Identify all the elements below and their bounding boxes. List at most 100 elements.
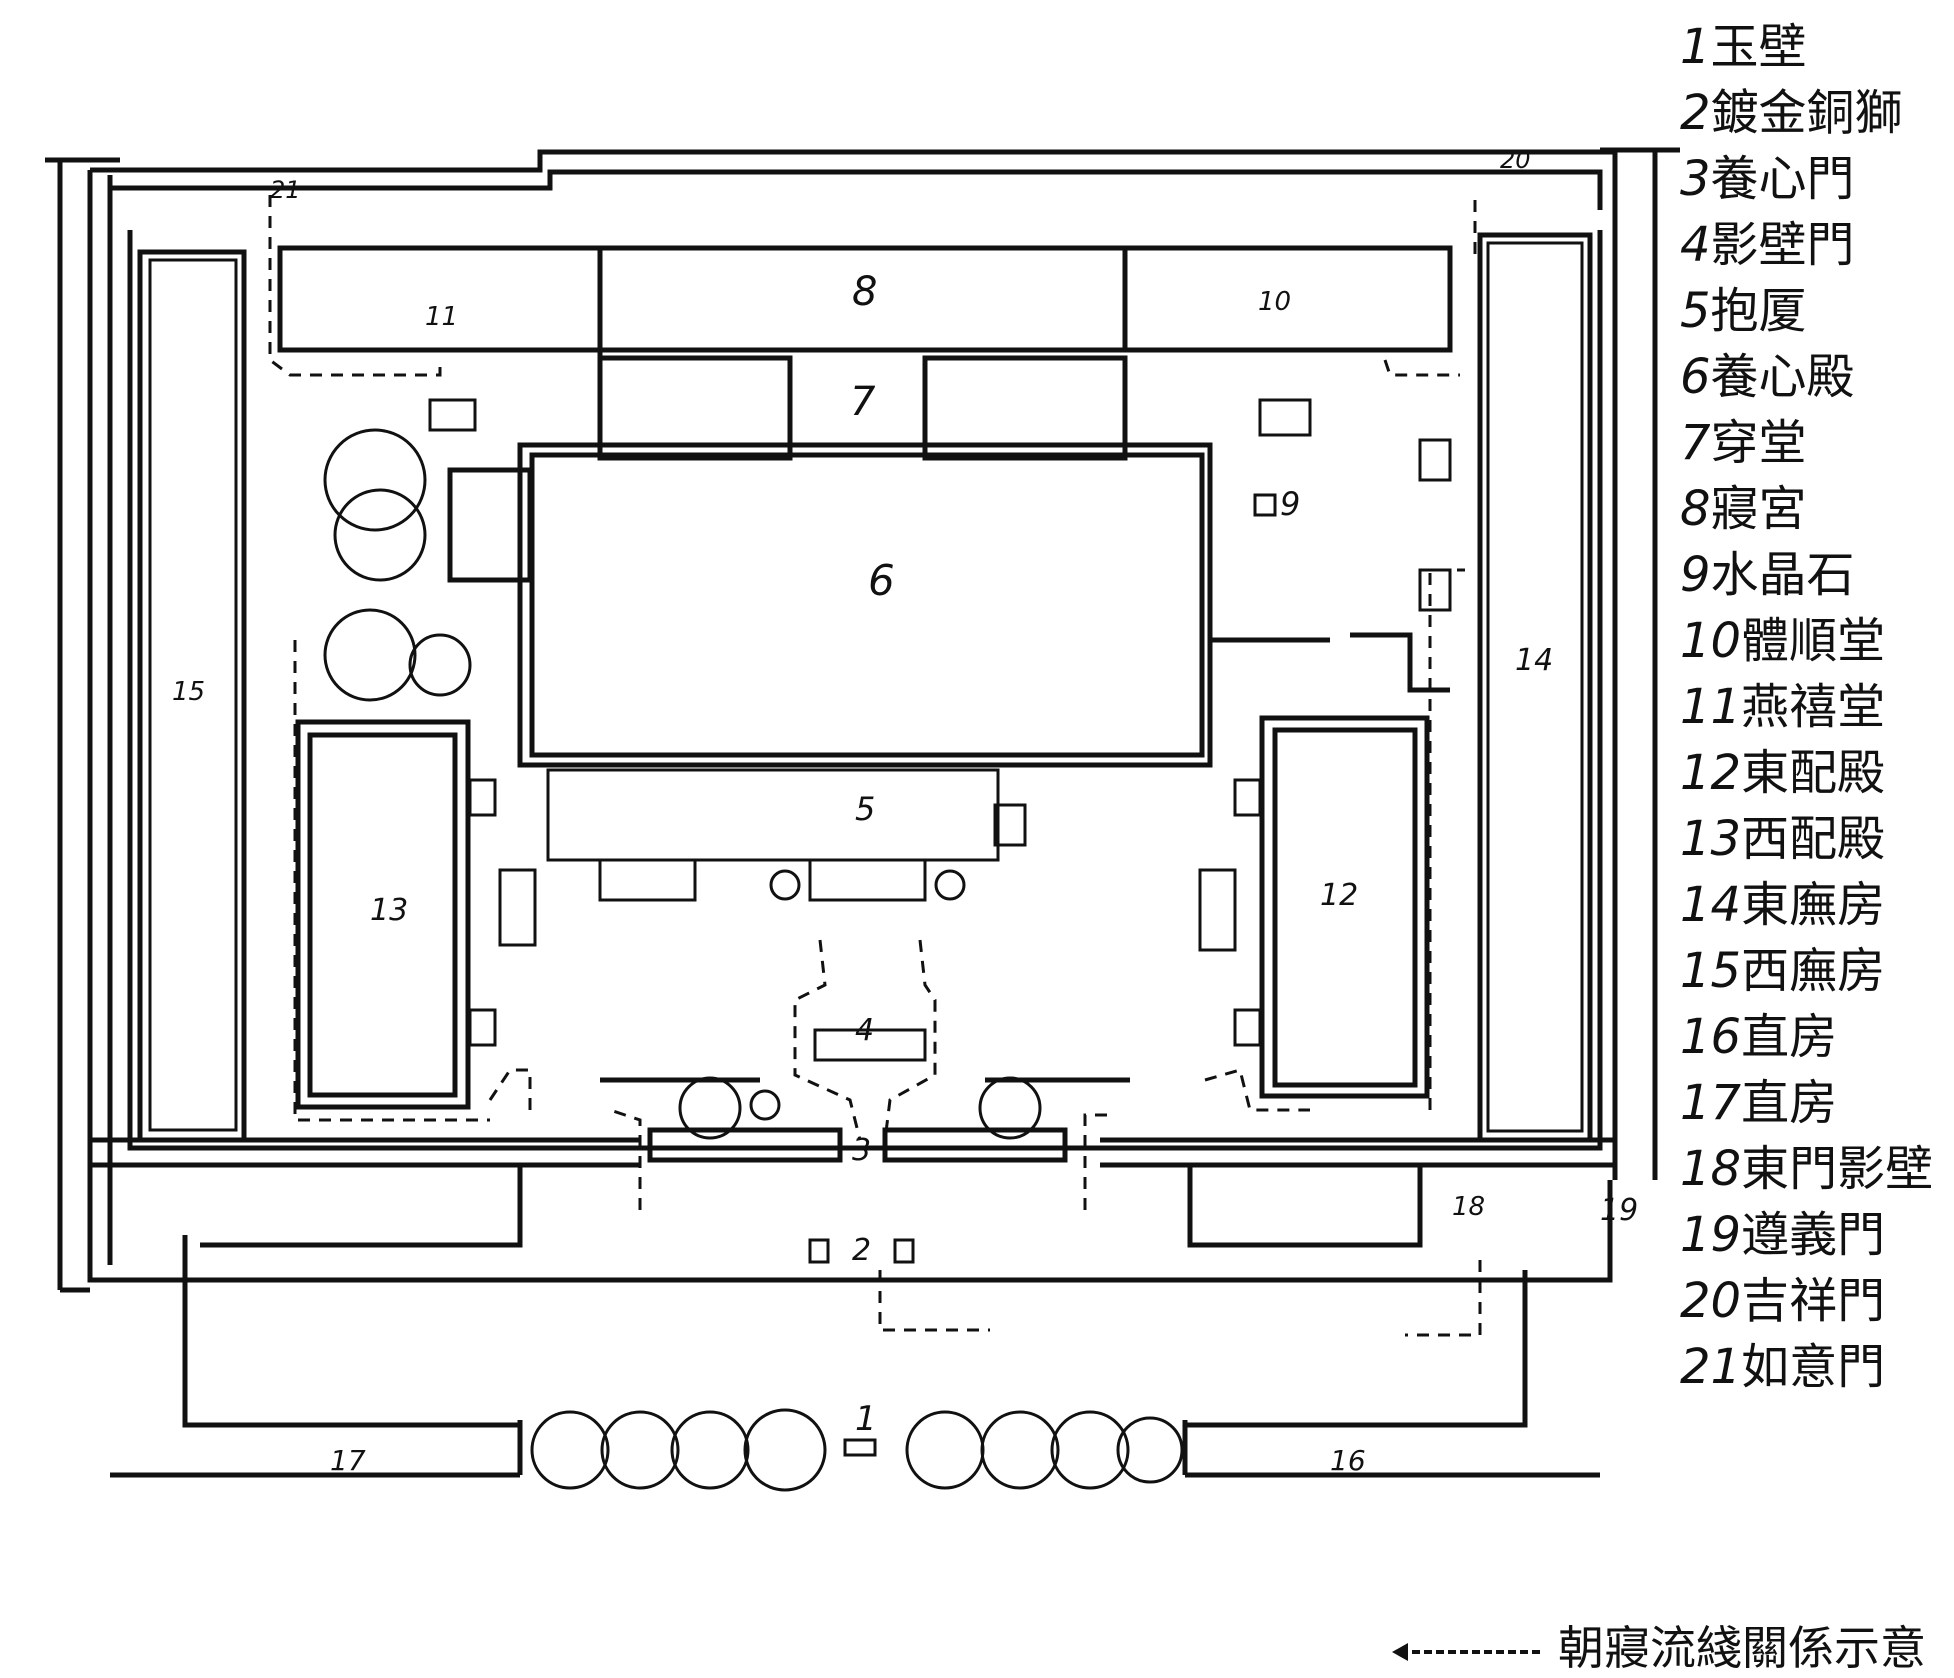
- label-11: 11: [425, 302, 458, 332]
- legend-number: 12: [1680, 745, 1742, 801]
- legend-label: 西廡房: [1741, 943, 1886, 999]
- legend-number: 18: [1680, 1141, 1742, 1197]
- legend-number: 19: [1680, 1207, 1742, 1263]
- legend-number: 17: [1680, 1075, 1742, 1131]
- label-21: 21: [270, 176, 301, 204]
- legend-number: 8: [1680, 481, 1711, 537]
- legend-label: 水晶石: [1710, 547, 1855, 603]
- label-2: 2: [852, 1233, 871, 1268]
- label-3: 3: [852, 1133, 871, 1168]
- legend-item: 7穿堂: [1680, 410, 1950, 476]
- legend-number: 21: [1680, 1339, 1742, 1395]
- legend-label: 東配殿: [1741, 745, 1886, 801]
- legend-item: 2鍍金銅獅: [1680, 80, 1950, 146]
- legend-label: 直房: [1741, 1009, 1838, 1065]
- legend-number: 9: [1680, 547, 1711, 603]
- label-17: 17: [330, 1444, 366, 1477]
- gate-area: [600, 1028, 1130, 1163]
- label-19: 19: [1600, 1193, 1638, 1228]
- legend-number: 10: [1680, 613, 1742, 669]
- legend-label: 養心門: [1710, 151, 1855, 207]
- east-wing-rooms: [1477, 232, 1593, 1143]
- legend-label: 寢宮: [1710, 481, 1807, 537]
- legend-label: 養心殿: [1710, 349, 1855, 405]
- flow-lines: [268, 195, 1482, 1337]
- label-10: 10: [1258, 287, 1291, 317]
- label-12: 12: [1320, 878, 1358, 913]
- legend-label: 抱厦: [1710, 283, 1807, 339]
- legend-item: 6養心殿: [1680, 344, 1950, 410]
- legend-number: 4: [1680, 217, 1711, 273]
- legend-item: 18東門影壁: [1680, 1136, 1950, 1202]
- inner-court-wall: [90, 230, 1615, 1168]
- front-porch: [546, 768, 1027, 902]
- legend-number: 16: [1680, 1009, 1742, 1065]
- label-6: 6: [868, 556, 895, 605]
- legend-label: 穿堂: [1710, 415, 1807, 471]
- dashed-arrow-icon: [1392, 1643, 1540, 1661]
- legend-number: 14: [1680, 877, 1742, 933]
- legend-item: 17直房: [1680, 1070, 1950, 1136]
- legend-label: 影壁門: [1710, 217, 1855, 273]
- legend-number: 6: [1680, 349, 1711, 405]
- legend-item: 20吉祥門: [1680, 1268, 1950, 1334]
- legend-number: 7: [1680, 415, 1711, 471]
- legend-number: 2: [1680, 85, 1711, 141]
- legend-number: 3: [1680, 151, 1711, 207]
- legend-label: 東門影壁: [1741, 1141, 1934, 1197]
- legend-item: 15西廡房: [1680, 938, 1950, 1004]
- label-4: 4: [855, 1013, 874, 1048]
- label-20: 20: [1500, 146, 1531, 174]
- legend-label: 直房: [1741, 1075, 1838, 1131]
- floor-plan: 1 2 3 4 5 6 7 8 9 10 11 12 13 14 15 16 1…: [45, 146, 1680, 1492]
- legend-item: 5抱厦: [1680, 278, 1950, 344]
- legend-item: 1玉壁: [1680, 14, 1950, 80]
- legend-item: 10體順堂: [1680, 608, 1950, 674]
- legend-item: 16直房: [1680, 1004, 1950, 1070]
- legend-number: 5: [1680, 283, 1711, 339]
- flow-caption: 朝寢流綫關係示意: [1392, 1612, 1926, 1678]
- caption-text: 朝寢流綫關係示意: [1558, 1621, 1926, 1675]
- legend-item: 14東廡房: [1680, 872, 1950, 938]
- legend-label: 遵義門: [1741, 1207, 1886, 1263]
- legend-item: 11燕禧堂: [1680, 674, 1950, 740]
- legend-number: 13: [1680, 811, 1742, 867]
- legend-number: 20: [1680, 1273, 1742, 1329]
- room-number-labels: 1 2 3 4 5 6 7 8 9 10 11 12 13 14 15 16 1…: [172, 146, 1638, 1477]
- label-8: 8: [852, 269, 877, 315]
- legend-label: 鍍金銅獅: [1710, 85, 1903, 141]
- label-14: 14: [1515, 643, 1553, 678]
- side-halls: [295, 398, 1452, 1110]
- label-16: 16: [1330, 1444, 1366, 1477]
- legend-item: 9水晶石: [1680, 542, 1950, 608]
- outer-wall: [45, 147, 1680, 1293]
- legend-label: 吉祥門: [1741, 1273, 1886, 1329]
- label-13: 13: [370, 893, 408, 928]
- legend-label: 燕禧堂: [1741, 679, 1886, 735]
- label-18: 18: [1452, 1192, 1485, 1222]
- legend-item: 19遵義門: [1680, 1202, 1950, 1268]
- label-9: 9: [1280, 485, 1300, 523]
- rear-palace: [277, 245, 1453, 461]
- legend-label: 如意門: [1741, 1339, 1886, 1395]
- legend-label: 西配殿: [1741, 811, 1886, 867]
- legend-number: 1: [1680, 19, 1711, 75]
- legend-item: 12東配殿: [1680, 740, 1950, 806]
- legend-item: 3養心門: [1680, 146, 1950, 212]
- legend-item: 8寢宮: [1680, 476, 1950, 542]
- front-yard: [110, 1165, 1600, 1478]
- legend-item: 13西配殿: [1680, 806, 1950, 872]
- west-wing-rooms: [137, 249, 247, 1143]
- label-5: 5: [855, 790, 875, 828]
- label-15: 15: [172, 677, 205, 707]
- legend-number: 11: [1680, 679, 1742, 735]
- label-1: 1: [855, 1399, 877, 1439]
- legend-item: 21如意門: [1680, 1334, 1950, 1400]
- legend-label: 東廡房: [1741, 877, 1886, 933]
- legend-label: 體順堂: [1741, 613, 1886, 669]
- legend-item: 4影壁門: [1680, 212, 1950, 278]
- tree-icons: [323, 428, 1184, 1492]
- legend-number: 15: [1680, 943, 1742, 999]
- label-7: 7: [850, 379, 876, 425]
